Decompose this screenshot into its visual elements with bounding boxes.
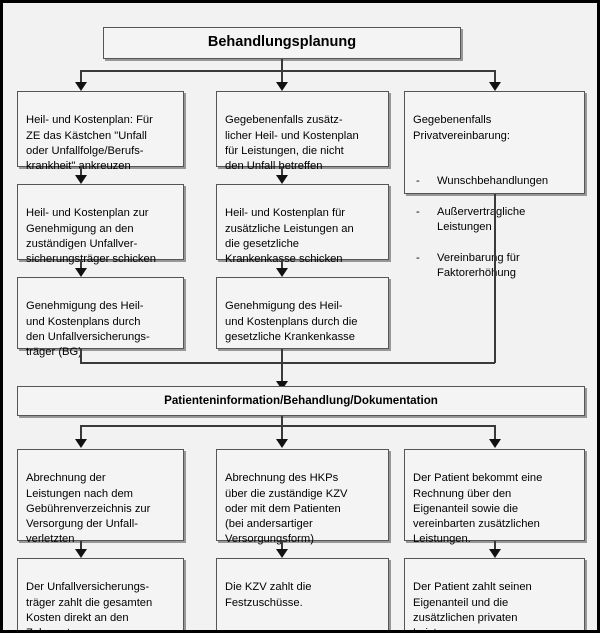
list-item: - Vereinbarung für Faktorerhöhung [413,251,578,282]
node-kzv-zahlt-festzuschuesse: Die KZV zahlt die Festzuschüsse. [216,558,389,630]
node-hkp-genehmigung-unfallversicherungstraeger: Heil- und Kostenplan zur Genehmigung an … [17,184,184,265]
node-text: Genehmigung des Heil- und Kostenplans du… [26,300,150,359]
node-patient-zahlt-eigenanteil: Der Patient zahlt seinen Eigenanteil und… [404,558,585,630]
node-zusaetzlicher-hkp-nicht-unfall: Gegebenenfalls zusätz- licher Heil- und … [216,91,389,172]
node-heading: Gegebenenfalls Privatvereinbarung: [413,114,511,142]
connector-mid-to-col2 [281,425,283,441]
connector-c1-r1-r2 [80,167,82,177]
list-item: - Außervertragliche Leistungen [413,205,578,236]
connector-c1-r4-r5 [80,541,82,551]
arrowhead-c2-r2-r3 [275,268,288,277]
node-text: Heil- und Kostenplan: Für ZE das Kästche… [26,114,153,173]
connector-title-to-col2 [281,70,283,84]
node-gegebenenfalls-privatvereinbarung: Gegebenenfalls Privatvereinbarung: - Wuns… [404,91,585,279]
arrowhead-mid-to-col2 [275,439,288,448]
arrowhead-mid-to-col1 [74,439,87,448]
node-text: Genehmigung des Heil- und Kostenplans du… [225,300,358,343]
bullet-dash-marker: - [416,251,420,264]
node-abrechnung-hkp-kzv: Abrechnung des HKPs über die zuständige … [216,449,389,545]
connector-c1-r2-r3 [80,260,82,270]
connector-mid-bus [80,425,495,427]
node-genehmigung-hkp-bg: Genehmigung des Heil- und Kostenplans du… [17,277,184,358]
node-genehmigung-hkp-krankenkasse: Genehmigung des Heil- und Kostenplans du… [216,277,389,349]
arrowhead-c3-r4-r5 [488,549,501,558]
node-abrechnung-gebuehrenverzeichnis: Abrechnung der Leistungen nach dem Gebüh… [17,449,184,545]
node-text: Heil- und Kostenplan zur Genehmigung an … [26,207,156,266]
node-patient-rechnung-eigenanteil: Der Patient bekommt eine Rechnung über d… [404,449,585,545]
bullet-dash-marker: - [416,206,420,219]
node-text: Abrechnung der Leistungen nach dem Gebüh… [26,472,151,546]
connector-mid-stem [281,416,283,426]
connector-merge-bus [80,362,495,364]
bullet-dash-marker: - [416,175,420,188]
arrowhead-mid-to-col3 [488,439,501,448]
node-heil-kostenplan-ze-kaestchen: Heil- und Kostenplan: Für ZE das Kästche… [17,91,184,172]
node-text: Gegebenenfalls zusätz- licher Heil- und … [225,114,359,173]
connector-mid-to-col3 [494,425,496,441]
arrowhead-title-to-col2 [275,82,288,91]
mid-banner-label: Patienteninformation/Behandlung/Dokument… [164,394,438,408]
node-text: Der Patient bekommt eine Rechnung über d… [413,472,543,546]
list-item-label: Wunschbehandlungen [437,175,549,188]
arrowhead-c1-r2-r3 [74,268,87,277]
connector-mid-to-col1 [80,425,82,441]
connector-c1-r3-down [80,349,82,363]
connector-title-to-col1 [80,70,82,84]
node-unfallversicherungstraeger-zahlt: Der Unfallversicherungs- träger zahlt di… [17,558,184,630]
connector-c3-r4-r5 [494,541,496,551]
title-banner-label: Behandlungsplanung [207,34,357,51]
node-text: Der Unfallversicherungs- träger zahlt di… [26,581,153,630]
connector-c3-r1-down [494,194,496,363]
node-text: Die KZV zahlt die Festzuschüsse. [225,581,312,609]
title-banner-behandlungsplanung: Behandlungsplanung [103,27,461,59]
arrowhead-c1-r4-r5 [74,549,87,558]
connector-c2-r4-r5 [281,541,283,551]
arrowhead-title-to-col3 [488,82,501,91]
connector-c2-r2-r3 [281,260,283,270]
connector-c2-r1-r2 [281,167,283,177]
list-item-label: Außervertragliche Leistungen [437,206,526,234]
connector-merge-stem [281,362,283,384]
privatvereinbarung-bullet-list: - Wunschbehandlungen - Außervertragliche L… [413,159,578,297]
connector-title-to-col3 [494,70,496,84]
arrowhead-title-to-col1 [74,82,87,91]
connector-title-bus [80,70,495,72]
mid-banner-patienteninformation: Patienteninformation/Behandlung/Dokument… [17,386,585,416]
arrowhead-c2-r4-r5 [275,549,288,558]
node-text: Abrechnung des HKPs über die zuständige … [225,472,348,546]
node-hkp-zusaetzliche-leistungen-krankenkasse: Heil- und Kostenplan für zusätzliche Lei… [216,184,389,265]
connector-c2-r3-down [281,349,283,363]
node-text: Heil- und Kostenplan für zusätzliche Lei… [225,207,354,266]
arrowhead-merge-to-mid-banner [275,381,288,390]
flowchart-canvas: Behandlungsplanung Heil- und Kostenplan:… [3,3,597,630]
list-item: - Wunschbehandlungen [413,174,578,189]
arrowhead-c1-r1-r2 [74,175,87,184]
arrowhead-c2-r1-r2 [275,175,288,184]
node-text: Der Patient zahlt seinen Eigenanteil und… [413,581,532,630]
connector-title-stem [281,59,283,71]
list-item-label: Vereinbarung für Faktorerhöhung [437,251,520,280]
